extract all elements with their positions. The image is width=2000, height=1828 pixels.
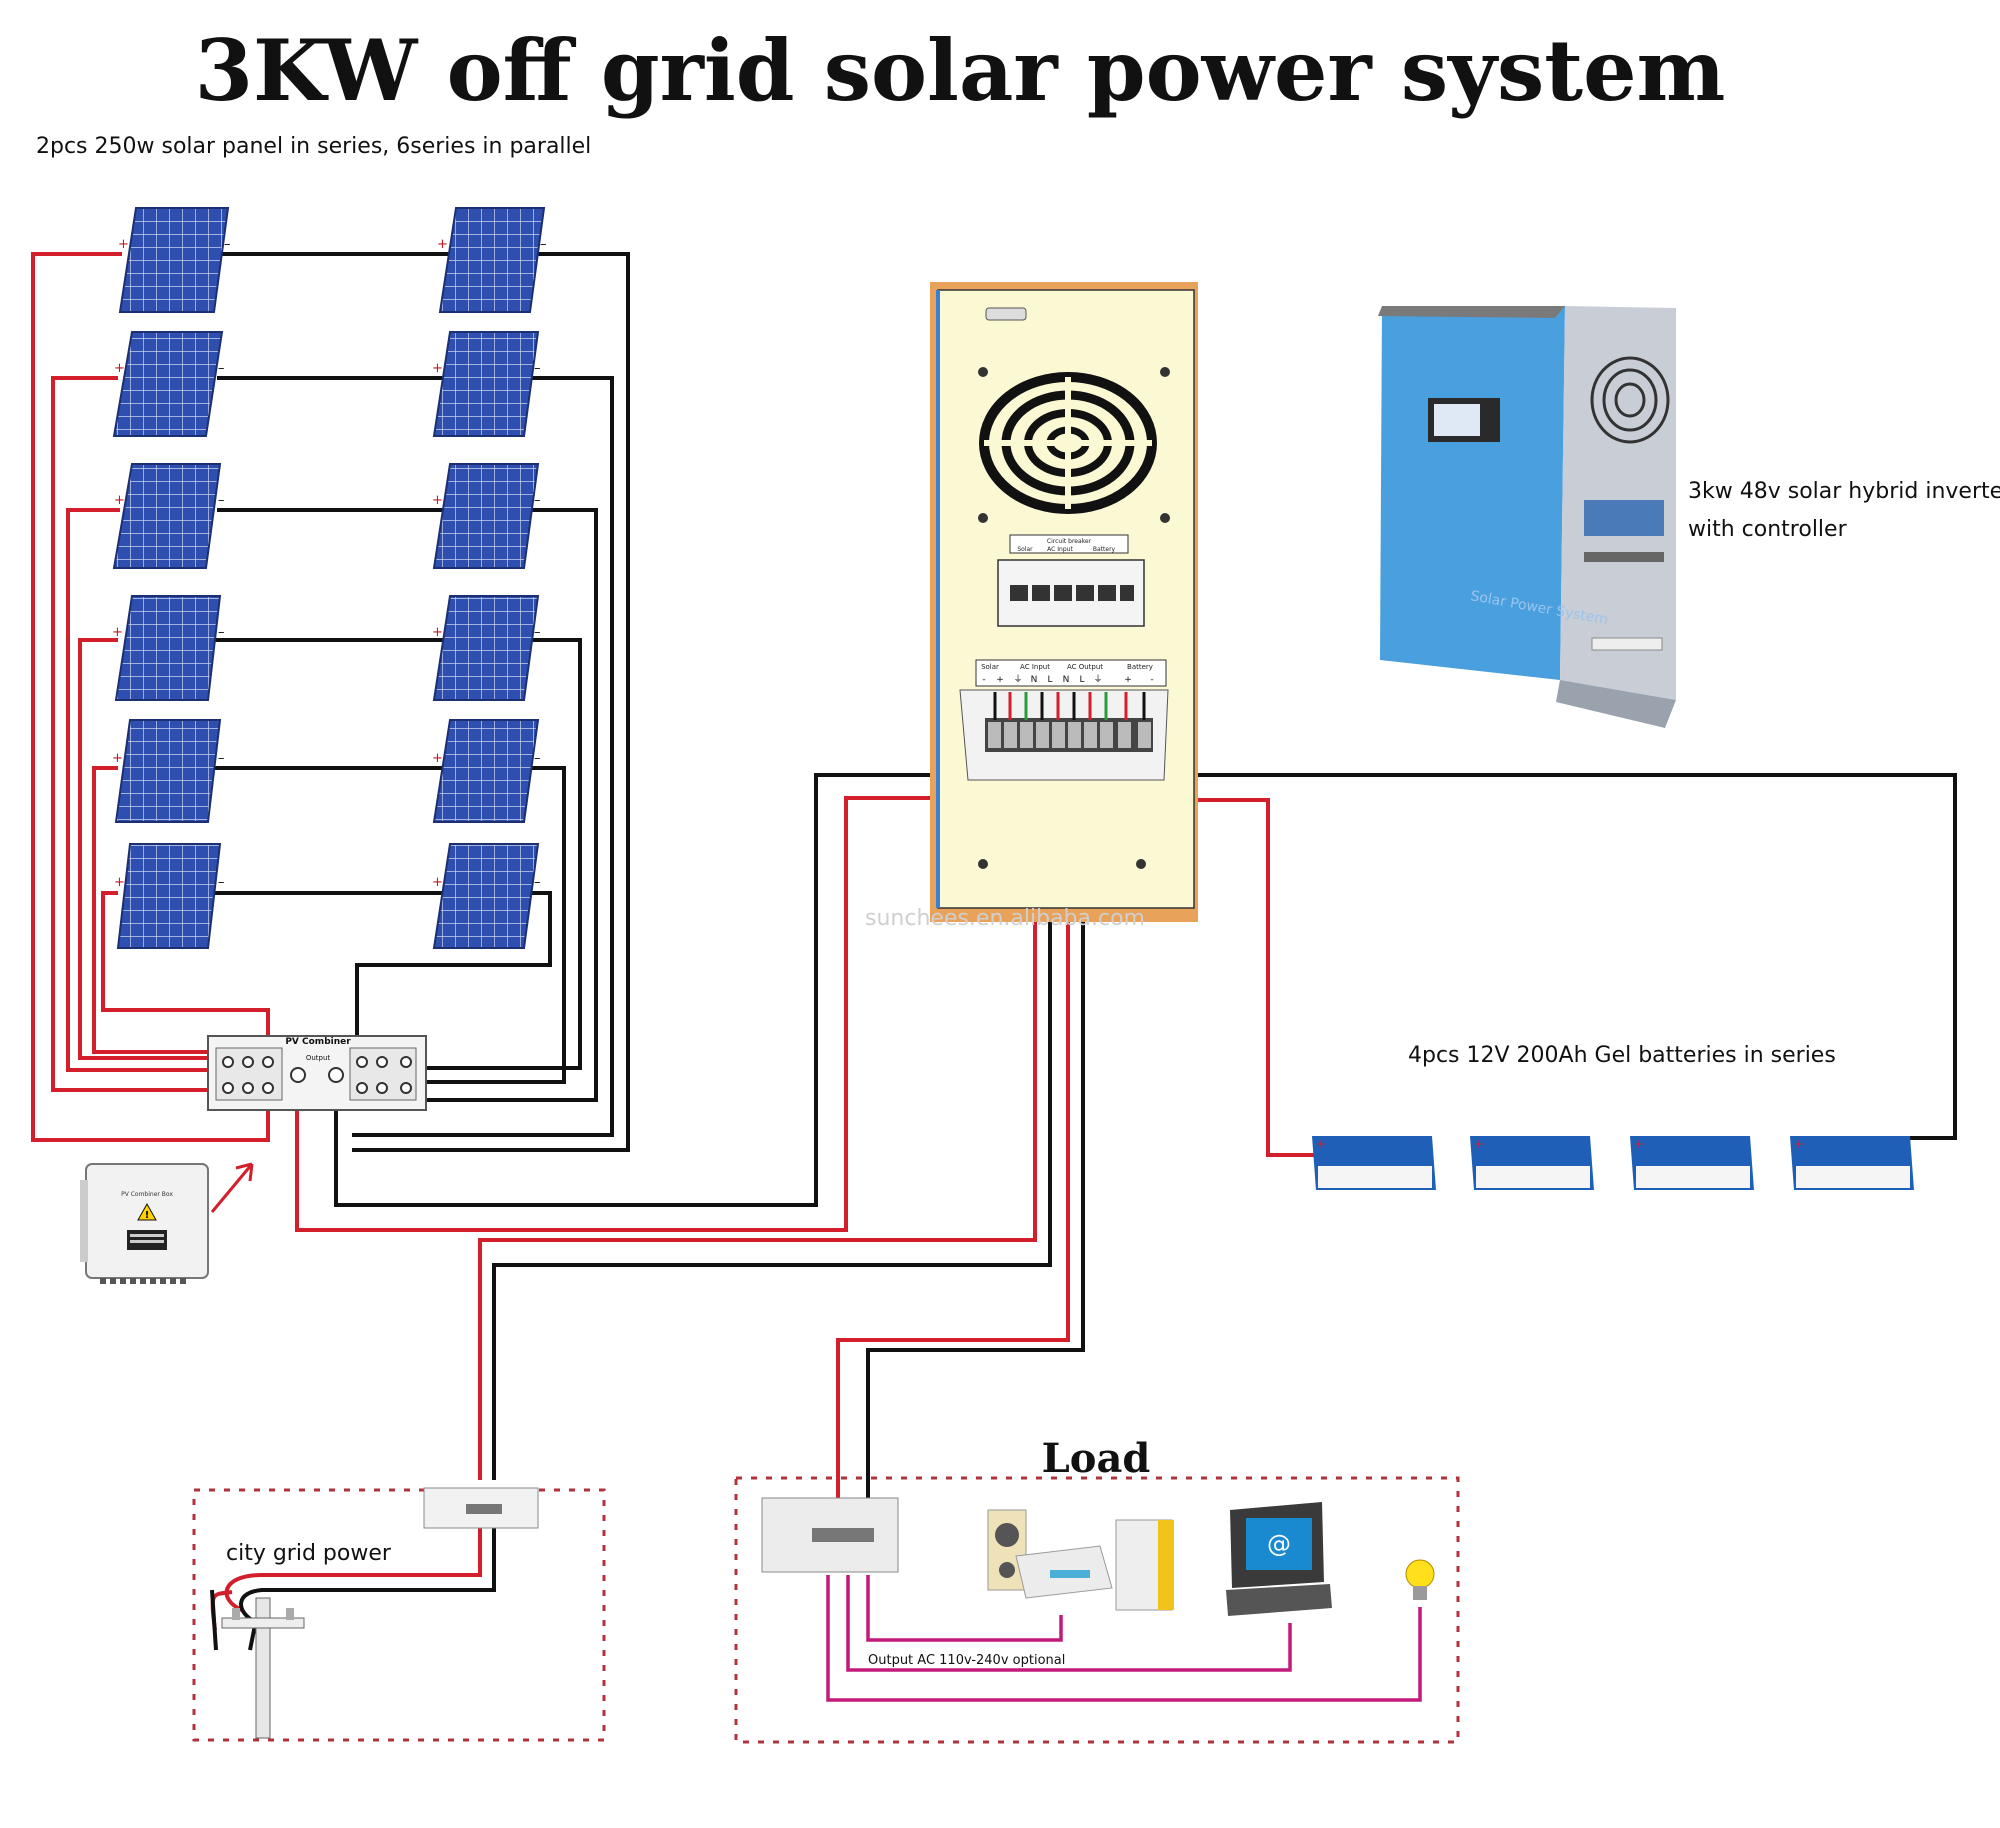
svg-text:+: + <box>1794 1137 1804 1151</box>
terminal-mark: + <box>1124 675 1132 685</box>
breaker-label-solar: Solar <box>1017 546 1033 553</box>
panels-note: 2pcs 250w solar panel in series, 6series… <box>36 134 591 159</box>
solar-panel-icon <box>114 595 222 701</box>
terminal-group-solar: Solar <box>981 663 999 671</box>
solar-panel-icon <box>114 719 222 823</box>
terminal-group-battery: Battery <box>1127 663 1153 671</box>
terminal-group-ac-input: AC Input <box>1020 663 1050 671</box>
battery-bank: + + + + <box>1312 1136 1914 1190</box>
svg-text:–: – <box>540 237 547 252</box>
fan-icon <box>1590 356 1670 444</box>
computer-icon: @ <box>1226 1502 1332 1616</box>
battery: + <box>1312 1136 1436 1190</box>
combiner-output-label: Output <box>306 1054 331 1062</box>
solar-panel-icon <box>112 331 224 437</box>
svg-text:–: – <box>534 361 541 376</box>
grid-distribution-box <box>423 1487 539 1529</box>
battery: + <box>1630 1136 1754 1190</box>
combiner-label: PV Combiner <box>285 1037 351 1047</box>
solar-panel-icon <box>112 463 222 569</box>
inverter-note-line1: 3kw 48v solar hybrid inverter <box>1688 479 2000 504</box>
inverter-photo: Solar Power System <box>1378 306 1676 728</box>
page-title: 3KW off grid solar power system <box>195 21 1726 120</box>
svg-text:@: @ <box>1267 1530 1291 1558</box>
svg-text:–: – <box>218 493 225 508</box>
svg-text:!: ! <box>145 1210 150 1221</box>
svg-text:–: – <box>534 625 541 640</box>
light-bulb-icon <box>1405 1559 1435 1600</box>
terminal-mark: - <box>1150 675 1153 685</box>
svg-text:+: + <box>432 625 443 640</box>
svg-text:+: + <box>112 625 123 640</box>
breaker-label-ac-input: AC Input <box>1047 546 1073 553</box>
grid-label: city grid power <box>226 1541 392 1566</box>
terminal-mark: ⏚ <box>1093 674 1102 685</box>
svg-text:+: + <box>114 361 125 376</box>
battery: + <box>1470 1136 1594 1190</box>
svg-text:–: – <box>218 625 225 640</box>
dvd-player-icon <box>1015 1545 1113 1599</box>
svg-text:+: + <box>1474 1137 1484 1151</box>
solar-array: + + + + + + + + + + + + – – – – – – – – – – – – <box>112 207 547 949</box>
terminal-mark: L <box>1079 675 1084 685</box>
watermark: sunchees.en.alibaba.com <box>865 906 1145 931</box>
solar-panel-icon <box>432 331 540 437</box>
svg-text:+: + <box>432 493 443 508</box>
solar-panel-icon <box>116 843 222 949</box>
svg-text:–: – <box>534 493 541 508</box>
solar-panel-icon <box>438 207 546 313</box>
utility-pole-icon <box>221 1597 305 1739</box>
inverter-front: Circuit breaker Solar AC Input Battery S… <box>930 282 1198 922</box>
terminal-mark: N <box>1063 675 1070 685</box>
terminal-mark: N <box>1031 675 1038 685</box>
terminal-mark: ⏚ <box>1013 674 1022 685</box>
warning-icon: ! <box>137 1202 157 1221</box>
terminal-mark: L <box>1047 675 1052 685</box>
svg-text:+: + <box>112 751 123 766</box>
svg-text:+: + <box>432 875 443 890</box>
solar-panel-icon <box>432 463 540 569</box>
terminal-mark: - <box>982 675 985 685</box>
svg-text:–: – <box>218 875 225 890</box>
terminal-mark: + <box>996 675 1004 685</box>
terminal-group-ac-output: AC Output <box>1067 663 1103 671</box>
solar-panel-icon <box>432 843 540 949</box>
fan-icon <box>979 372 1157 514</box>
pv-combiner: PV Combiner Output <box>207 1035 427 1111</box>
svg-text:–: – <box>218 361 225 376</box>
svg-text:+: + <box>118 237 129 252</box>
battery: + <box>1790 1136 1914 1190</box>
amplifier-icon <box>1115 1519 1174 1611</box>
svg-text:+: + <box>432 361 443 376</box>
combiner-box-label: PV Combiner Box <box>121 1191 173 1198</box>
solar-panel-icon <box>118 207 230 313</box>
svg-text:+: + <box>432 751 443 766</box>
pv-combiner-box: PV Combiner Box ! <box>80 1162 254 1284</box>
load-area <box>734 1476 1460 1744</box>
svg-text:–: – <box>534 751 541 766</box>
output-note: Output AC 110v-240v optional <box>868 1653 1065 1668</box>
breaker-header: Circuit breaker <box>1047 538 1092 545</box>
solar-panel-icon <box>432 719 540 823</box>
svg-text:–: – <box>218 751 225 766</box>
svg-text:–: – <box>224 237 231 252</box>
batteries-note: 4pcs 12V 200Ah Gel batteries in series <box>1408 1043 1836 1068</box>
inverter-note-line2: with controller <box>1688 517 1848 542</box>
svg-text:+: + <box>437 237 448 252</box>
svg-text:–: – <box>534 875 541 890</box>
load-title: Load <box>1042 1435 1151 1482</box>
svg-text:+: + <box>114 493 125 508</box>
solar-panel-icon <box>432 595 540 701</box>
svg-text:+: + <box>114 875 125 890</box>
svg-text:+: + <box>1316 1137 1326 1151</box>
load-distribution-box <box>761 1497 899 1573</box>
svg-text:+: + <box>1634 1137 1644 1151</box>
speaker-icon <box>987 1509 1027 1591</box>
breaker-label-battery: Battery <box>1093 546 1116 553</box>
